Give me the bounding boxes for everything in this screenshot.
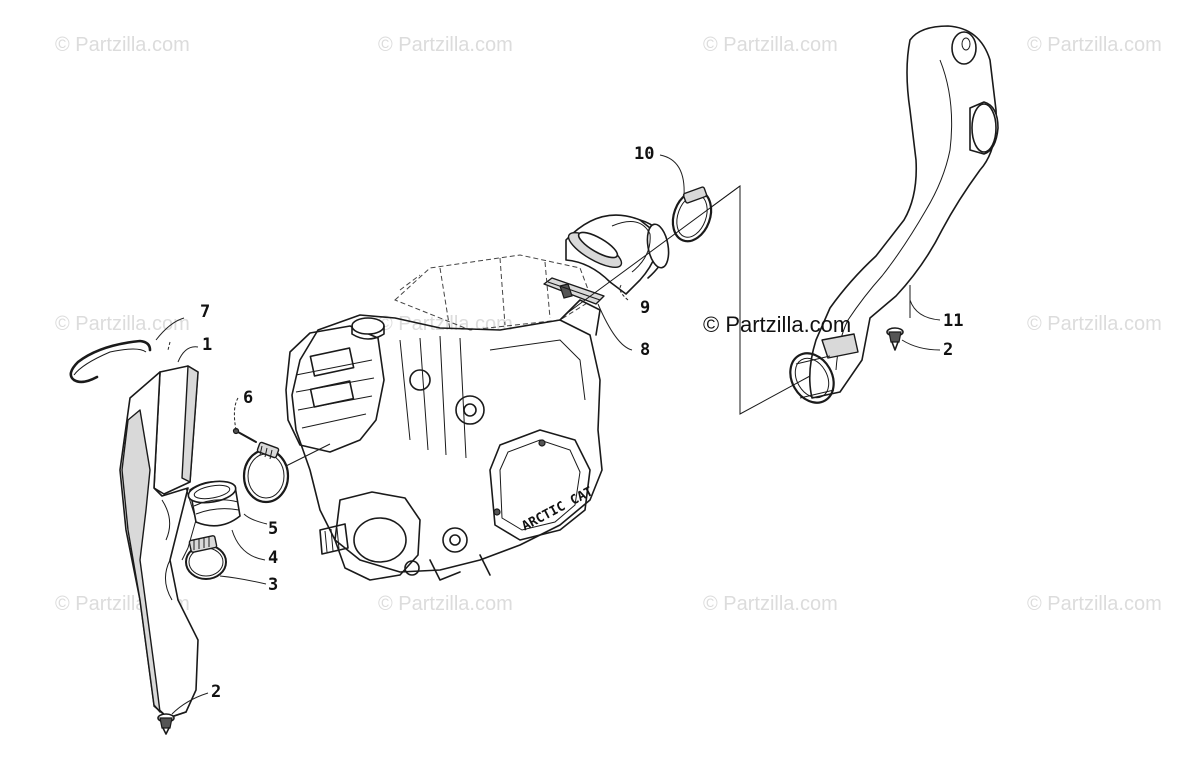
watermark: © Partzilla.com — [703, 34, 838, 56]
callout-7: 7 — [200, 302, 211, 322]
part-2-fastener-right — [886, 327, 904, 351]
callout-6: 6 — [243, 388, 254, 408]
watermark: © Partzilla.com — [55, 313, 190, 335]
part-8-bracket — [543, 277, 605, 305]
part-11-pipe — [808, 25, 999, 399]
watermark: © Partzilla.com — [703, 593, 838, 615]
callout-10: 10 — [634, 144, 655, 164]
part-11-ring — [789, 352, 835, 404]
part-1-duct — [119, 365, 199, 719]
watermark: © Partzilla.com — [378, 34, 513, 56]
part-2-fastener-bottom — [157, 713, 175, 735]
callout-2-bottom: 2 — [211, 682, 222, 702]
assembly-line-frame — [565, 185, 811, 415]
callout-8: 8 — [640, 340, 651, 360]
part-10-clamp — [671, 186, 713, 243]
part-7-spring — [69, 339, 152, 384]
watermark-main: © Partzilla.com — [703, 312, 852, 337]
watermark: © Partzilla.com — [55, 34, 190, 56]
callout-2-right: 2 — [943, 340, 954, 360]
watermark: © Partzilla.com — [378, 593, 513, 615]
engine-illustration — [285, 254, 603, 581]
watermark: © Partzilla.com — [1027, 313, 1162, 335]
watermark: © Partzilla.com — [1027, 34, 1162, 56]
callout-9: 9 — [640, 298, 651, 318]
watermark: © Partzilla.com — [1027, 593, 1162, 615]
callout-3: 3 — [268, 575, 279, 595]
callout-11: 11 — [943, 311, 964, 331]
part-3-clamp — [185, 535, 227, 580]
part-4-boot — [187, 480, 241, 527]
callout-4: 4 — [268, 548, 279, 568]
callout-5: 5 — [268, 519, 279, 539]
part-5-clamp — [242, 441, 290, 504]
part-9-elbow — [565, 214, 670, 295]
part-6-screw — [232, 427, 257, 443]
callout-1: 1 — [202, 335, 213, 355]
part-7-spring-inner — [73, 348, 147, 376]
